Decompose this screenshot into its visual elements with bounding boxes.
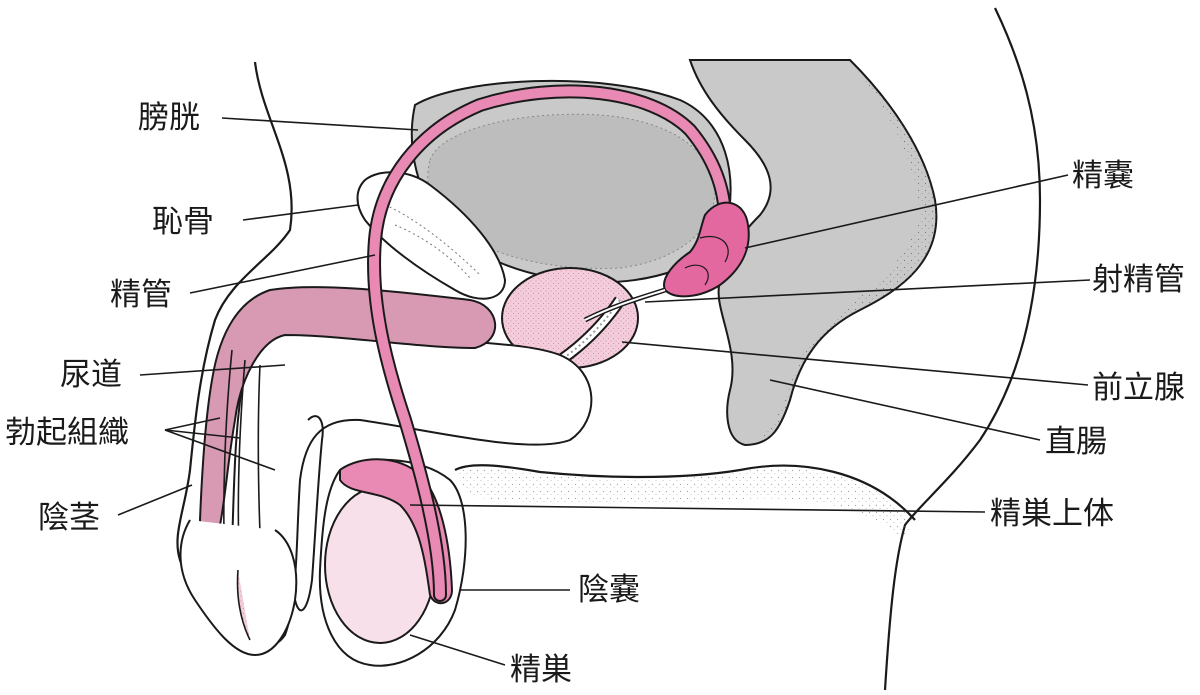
label-epididymis: 精巣上体 <box>990 496 1114 532</box>
seminal-vesicle-shape <box>663 201 750 298</box>
label-ejaculatory-duct: 射精管 <box>1092 262 1185 298</box>
label-testis: 精巣 <box>510 652 572 688</box>
leader-erectile-2 <box>164 429 241 439</box>
label-prostate: 前立腺 <box>1092 370 1185 406</box>
perineum-outline <box>454 464 916 521</box>
leader-urethra <box>139 364 286 376</box>
leader-ejaculatory-duct <box>644 279 1091 303</box>
label-vas-deferens: 精管 <box>110 277 172 313</box>
leader-erectile-1 <box>164 417 221 431</box>
leader-testis <box>409 634 506 666</box>
label-pubic-bone: 恥骨 <box>152 204 214 240</box>
label-rectum: 直腸 <box>1045 424 1107 460</box>
label-penis: 陰茎 <box>38 500 100 536</box>
label-bladder: 膀胱 <box>138 100 200 136</box>
label-scrotum: 陰嚢 <box>578 572 640 608</box>
leader-pubic-bone <box>242 204 359 221</box>
label-seminal-vesicle: 精嚢 <box>1072 158 1134 194</box>
label-erectile-tissue: 勃起組織 <box>5 415 129 451</box>
pubic-bone-shape <box>356 171 507 300</box>
leader-epididymis <box>409 504 986 513</box>
penis-shape <box>230 314 593 648</box>
leader-rectum <box>769 379 1041 441</box>
leader-seminal-vesicle <box>744 174 1069 249</box>
leader-penis <box>117 484 193 516</box>
leader-vas-deferens <box>189 254 376 294</box>
back-outline <box>883 7 1042 691</box>
leader-prostate <box>621 341 1089 386</box>
leader-erectile-3 <box>164 429 276 471</box>
perineum-shading <box>458 467 912 540</box>
label-urethra: 尿道 <box>60 357 122 393</box>
leader-bladder <box>221 117 419 131</box>
